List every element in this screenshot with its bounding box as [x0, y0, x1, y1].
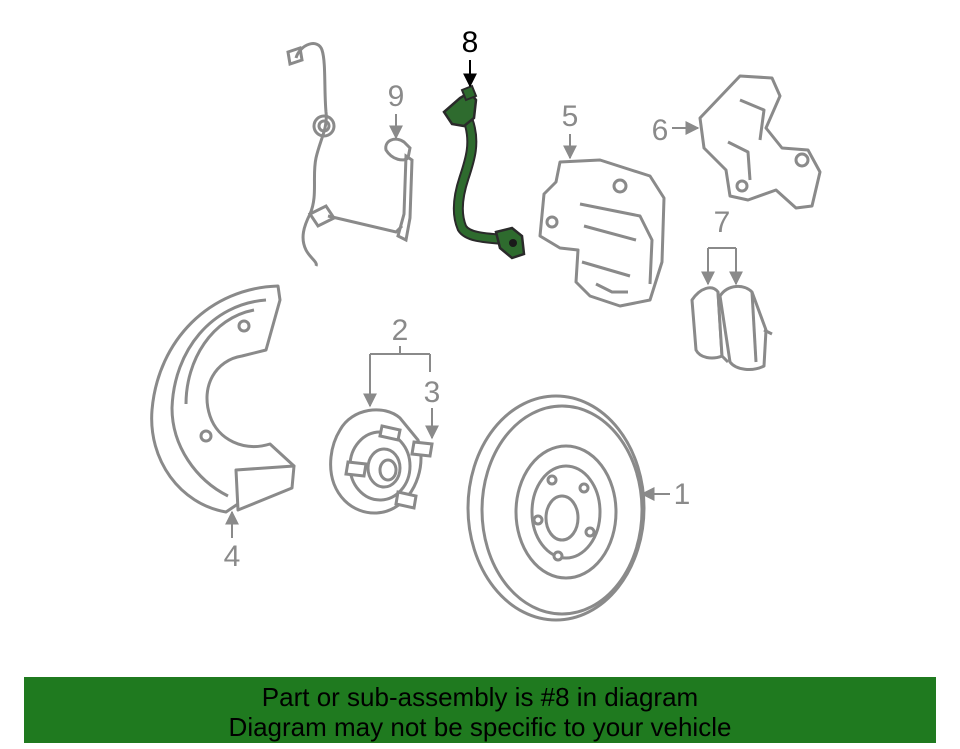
callout-2: 2 — [363, 314, 431, 408]
callout-3: 3 — [424, 376, 441, 440]
abs-sensor-bracket — [384, 137, 414, 243]
brake-rotor — [466, 394, 646, 622]
banner-line-part: Part or sub-assembly is #8 in diagram — [261, 682, 699, 712]
callout-label-7: 7 — [714, 206, 731, 239]
callout-label-2: 2 — [392, 314, 409, 347]
splash-shield — [150, 284, 296, 514]
callout-label-6: 6 — [652, 114, 669, 147]
callout-label-1: 1 — [674, 478, 691, 511]
callout-5: 5 — [562, 100, 579, 160]
callout-label-3: 3 — [424, 376, 441, 409]
info-banner: Part or sub-assembly is #8 in diagram Di… — [24, 677, 936, 743]
brake-pads — [690, 285, 773, 371]
callout-6: 6 — [652, 114, 700, 147]
caliper-bracket — [698, 74, 822, 210]
brake-hose — [442, 84, 526, 260]
callout-1: 1 — [640, 478, 691, 511]
brake-caliper — [538, 158, 666, 308]
callout-label-8: 8 — [462, 26, 479, 59]
callout-7: 7 — [701, 206, 743, 286]
callout-label-5: 5 — [562, 100, 579, 133]
callout-9: 9 — [388, 80, 405, 140]
callout-8: 8 — [462, 26, 479, 88]
callout-label-4: 4 — [224, 540, 241, 573]
abs-sensor-wire — [286, 42, 404, 267]
banner-line-disclaimer: Diagram may not be specific to your vehi… — [228, 712, 732, 742]
callout-4: 4 — [224, 510, 241, 573]
wheel-stud — [344, 424, 434, 510]
callout-label-9: 9 — [388, 80, 405, 113]
